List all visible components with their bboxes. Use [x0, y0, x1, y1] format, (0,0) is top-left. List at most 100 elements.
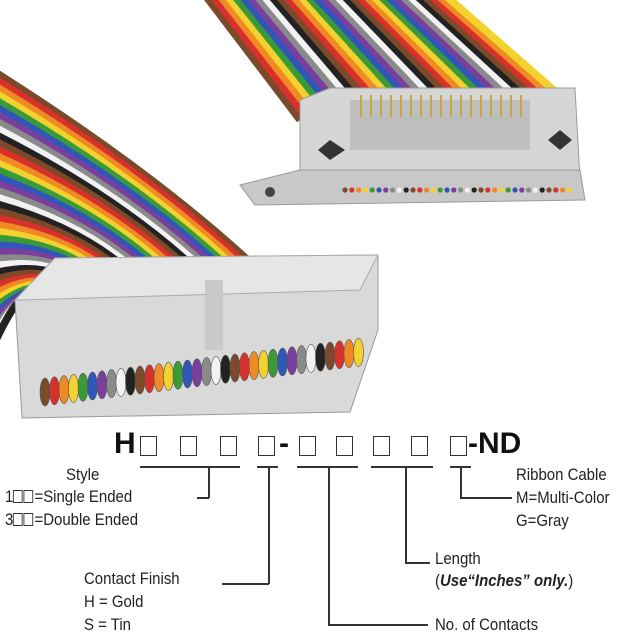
contact: [356, 187, 362, 193]
code-box-finish: [258, 436, 275, 456]
wire: [0, 139, 195, 275]
contact: [349, 187, 355, 193]
contact: [96, 370, 108, 400]
contact: [201, 357, 212, 386]
contact: [464, 187, 470, 193]
contact: [248, 351, 260, 380]
style-single-ended: 1=Single Ended: [5, 487, 133, 506]
wire: [437, 0, 560, 104]
contact: [478, 187, 484, 193]
contact: [539, 187, 545, 193]
part-dash: -: [279, 427, 289, 460]
contact: [296, 345, 307, 374]
contact: [286, 346, 298, 376]
wire: [0, 132, 201, 274]
wire: [0, 105, 224, 270]
code-box-ribbon: [450, 436, 467, 456]
header-pin: [490, 95, 492, 117]
header-pin: [360, 95, 362, 117]
contact: [376, 187, 382, 193]
wire: [0, 125, 207, 273]
contact: [191, 358, 203, 388]
wire: [211, 0, 312, 122]
contact: [498, 187, 504, 193]
contact: [492, 187, 498, 193]
contact: [546, 187, 552, 193]
male-header-connector: [239, 87, 586, 206]
contact: [106, 369, 117, 398]
code-box-contacts-1: [299, 436, 316, 456]
header-pin: [480, 95, 482, 117]
wire: [0, 77, 247, 266]
contact: [277, 347, 288, 377]
header-pin: [440, 95, 442, 117]
contact: [532, 187, 539, 193]
contact: [519, 187, 525, 193]
header-pin: [390, 95, 392, 117]
contact: [403, 187, 409, 193]
header-pin: [410, 95, 412, 117]
wire: [204, 0, 303, 123]
contacts-label: No. of Contacts: [435, 615, 539, 634]
header-pin: [520, 95, 522, 117]
contact: [77, 372, 89, 402]
wire: [0, 146, 190, 277]
style-double-ended: 3=Double Ended: [5, 510, 139, 529]
contact: [396, 187, 402, 193]
wire: [0, 84, 242, 267]
length-note: (Use“Inches” only.): [435, 571, 574, 590]
contact: [68, 374, 79, 403]
ribbon-gray: G=Gray: [516, 511, 569, 530]
contact: [258, 350, 269, 379]
wire: [0, 70, 253, 265]
contact: [163, 362, 174, 391]
contact: [353, 338, 364, 367]
contact: [315, 342, 326, 372]
contact: [451, 187, 457, 193]
wire: [0, 118, 213, 272]
contact: [267, 348, 279, 378]
header-pin: [420, 95, 422, 117]
contact: [134, 365, 146, 395]
wire: [430, 0, 552, 105]
header-pin: [450, 95, 452, 117]
contact: [369, 187, 375, 193]
contact: [153, 363, 165, 392]
female-idc-connector: [13, 254, 379, 419]
wire: [0, 112, 218, 271]
code-box-style-2: [180, 436, 197, 456]
female-contact-row: [39, 338, 364, 407]
contact: [324, 341, 336, 371]
contact: [58, 375, 70, 404]
contact: [512, 187, 518, 193]
contact: [342, 187, 348, 193]
contact: [229, 353, 241, 383]
contact: [526, 187, 532, 193]
header-pin: [460, 95, 462, 117]
wire: [386, 0, 504, 108]
wire: [393, 0, 512, 107]
contact: [417, 187, 423, 193]
wire: [379, 0, 496, 109]
contact: [471, 187, 477, 193]
contact: [239, 352, 250, 382]
contact: [172, 360, 184, 390]
style-label: Style: [66, 465, 100, 484]
contact-finish-gold: H = Gold: [84, 592, 144, 611]
contact: [49, 376, 60, 406]
wire: [423, 0, 544, 105]
contact: [182, 359, 193, 389]
contact: [410, 187, 416, 193]
contact: [566, 187, 573, 193]
header-pin: [370, 95, 372, 117]
wire: [445, 0, 568, 103]
contact: [390, 187, 396, 193]
wire: [401, 0, 520, 107]
contact-finish-tin: S = Tin: [84, 615, 131, 634]
contact: [220, 354, 231, 384]
wire: [408, 0, 528, 106]
length-label: Length: [435, 549, 481, 568]
contact: [458, 187, 464, 193]
contact: [553, 187, 559, 193]
